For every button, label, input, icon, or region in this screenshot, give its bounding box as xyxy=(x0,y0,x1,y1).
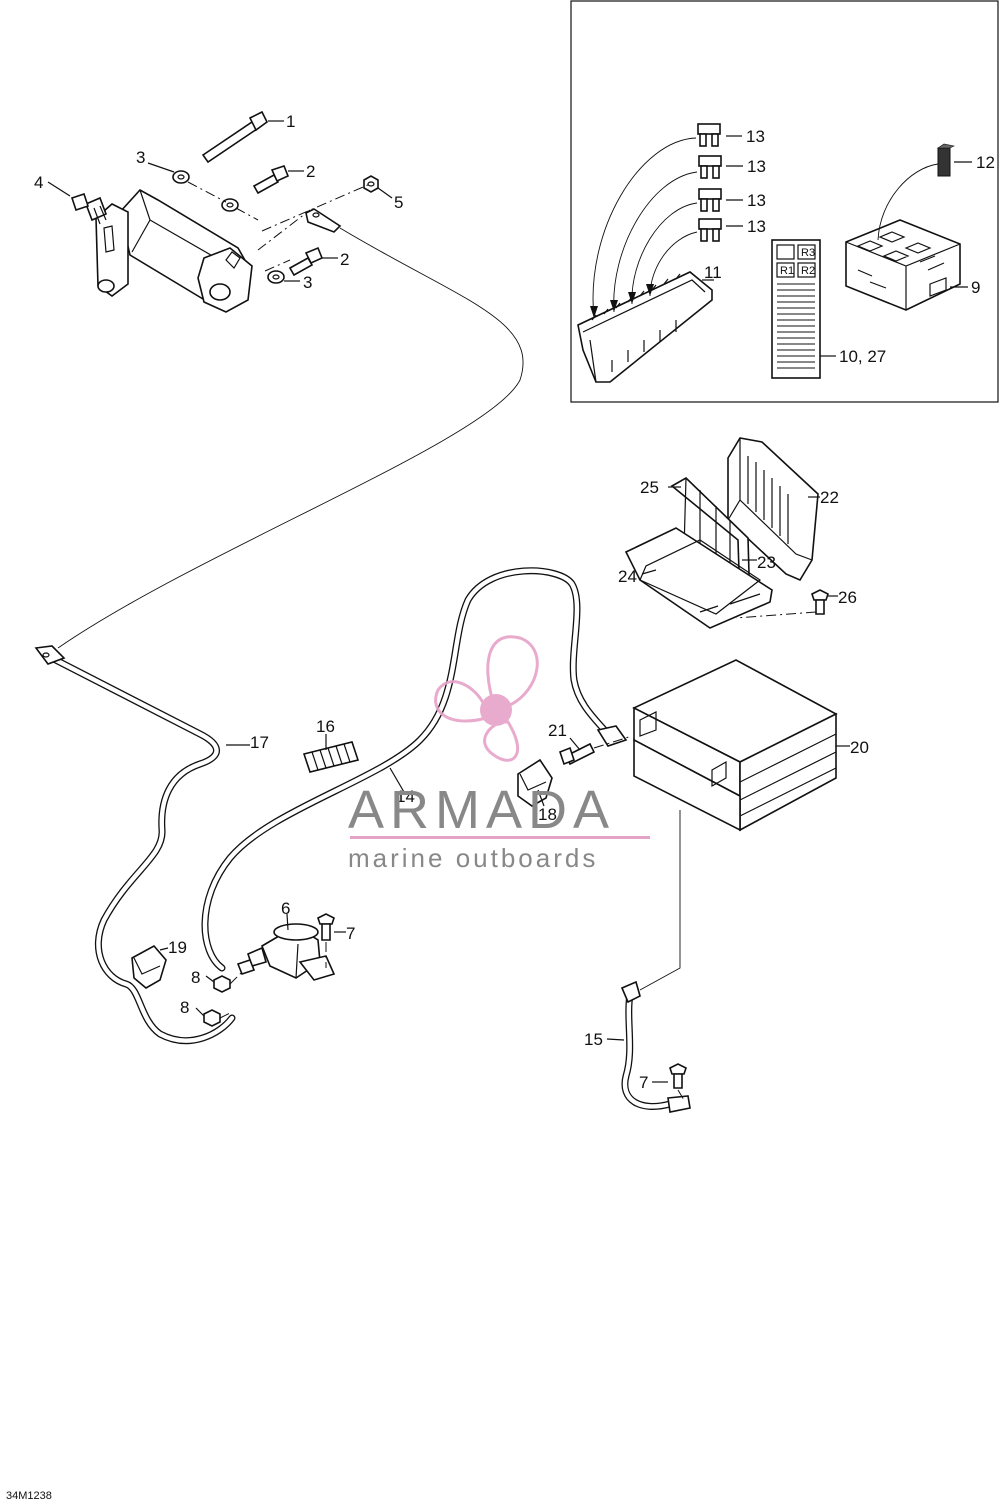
callout-9: 9 xyxy=(971,278,980,297)
callout-3: 3 xyxy=(303,273,312,292)
inset-frame xyxy=(570,0,999,403)
callout-25: 25 xyxy=(640,478,659,497)
callout-21: 21 xyxy=(548,721,567,740)
callout-23: 23 xyxy=(757,553,776,572)
callout-5: 5 xyxy=(394,193,403,212)
battery-cover[interactable] xyxy=(727,437,819,582)
protective-sleeve[interactable] xyxy=(302,741,360,773)
callout-18: 18 xyxy=(538,805,557,824)
starter-cable-lug[interactable] xyxy=(305,208,342,233)
battery[interactable] xyxy=(632,659,838,832)
callout-20: 20 xyxy=(850,738,869,757)
starter-bolt[interactable] xyxy=(252,165,290,195)
callout-7: 7 xyxy=(346,924,355,943)
callout-13: 13 xyxy=(747,217,766,236)
callout-4: 4 xyxy=(34,173,43,192)
diagram-code: 34M1238 xyxy=(6,1490,52,1502)
callout-2: 2 xyxy=(340,250,349,269)
callout-11: 11 xyxy=(704,263,722,282)
relay-label-r3: R3 xyxy=(801,247,815,259)
nut[interactable] xyxy=(363,175,379,193)
starter-bolt-long[interactable] xyxy=(201,110,269,164)
relay[interactable] xyxy=(937,143,955,177)
fuse[interactable] xyxy=(698,218,722,242)
washer[interactable] xyxy=(267,270,285,284)
nut[interactable] xyxy=(213,975,231,993)
callout-3: 3 xyxy=(136,148,145,167)
fuse[interactable] xyxy=(697,123,721,147)
callout-15: 15 xyxy=(584,1030,603,1049)
callout-7: 7 xyxy=(639,1073,648,1092)
callout-16: 16 xyxy=(316,717,335,736)
screw[interactable] xyxy=(811,589,829,615)
screw[interactable] xyxy=(317,913,335,941)
fuse[interactable] xyxy=(698,155,722,179)
terminal-boot[interactable] xyxy=(131,944,167,989)
callout-2: 2 xyxy=(306,162,315,181)
watermark-propeller-icon xyxy=(434,635,539,762)
callout-6: 6 xyxy=(281,899,290,918)
callout-1: 1 xyxy=(286,112,295,131)
fuse[interactable] xyxy=(698,188,722,212)
callout-12: 12 xyxy=(976,153,995,172)
callout-26: 26 xyxy=(838,588,857,607)
battery-holder[interactable] xyxy=(624,477,773,629)
washer[interactable] xyxy=(172,170,190,184)
starter-motor[interactable] xyxy=(70,188,253,313)
callout-14: 14 xyxy=(396,787,415,806)
fuse-holder-tray[interactable] xyxy=(577,271,713,383)
cable-lug[interactable] xyxy=(596,725,628,747)
callout-10-27: 10, 27 xyxy=(839,347,886,366)
callout-13: 13 xyxy=(747,157,766,176)
callout-24: 24 xyxy=(618,567,637,586)
callout-19: 19 xyxy=(168,938,187,957)
battery-terminal-bolt[interactable] xyxy=(559,742,596,766)
screw[interactable] xyxy=(669,1063,687,1089)
watermark-brand: ARMADA xyxy=(348,780,615,840)
starter-bolt[interactable] xyxy=(288,246,324,277)
callout-17: 17 xyxy=(250,733,269,752)
fuse-box[interactable] xyxy=(845,219,961,311)
relay-label-r1: R1 xyxy=(780,265,794,277)
relay-label-r2: R2 xyxy=(801,265,815,277)
fuse-box-decal[interactable]: R3 R1 R2 xyxy=(771,239,821,379)
watermark-tagline: marine outboards xyxy=(348,843,598,873)
starter-solenoid[interactable] xyxy=(236,923,336,981)
callout-13: 13 xyxy=(746,127,765,146)
watermark-divider xyxy=(350,836,650,839)
cable-lug[interactable] xyxy=(620,980,691,1113)
nut[interactable] xyxy=(203,1009,221,1027)
terminal-boot[interactable] xyxy=(517,758,553,807)
callout-22: 22 xyxy=(820,488,839,507)
callout-13: 13 xyxy=(747,191,766,210)
callout-8: 8 xyxy=(191,968,200,987)
callout-8: 8 xyxy=(180,998,189,1017)
cable-lug[interactable] xyxy=(34,645,66,665)
